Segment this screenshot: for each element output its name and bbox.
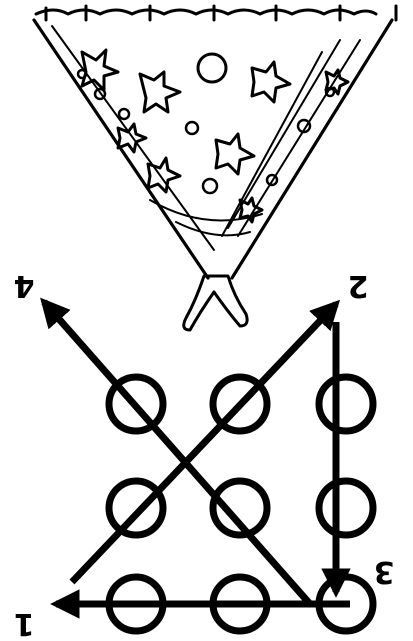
- star-shape: [252, 62, 290, 102]
- solution-lines: [44, 302, 350, 604]
- bubble: [186, 122, 198, 134]
- star-shape: [326, 70, 348, 94]
- bubble: [198, 54, 226, 82]
- cone-left-wall: [34, 20, 208, 278]
- step-label-2: 2: [348, 268, 369, 303]
- step-label-4: 4: [14, 268, 35, 303]
- bubble: [203, 179, 217, 193]
- solution-line-1: [72, 304, 336, 582]
- bubble: [119, 109, 129, 119]
- step-label-3: 3: [374, 554, 395, 589]
- grid-dot: [319, 377, 373, 431]
- star-shape: [140, 72, 180, 112]
- bubble: [326, 88, 334, 96]
- star-shape: [82, 50, 118, 90]
- bubble: [78, 70, 86, 78]
- cone-right-wall: [232, 20, 392, 278]
- cone-tip: [184, 276, 247, 330]
- star-shape: [216, 134, 254, 174]
- step-label-1: 1: [14, 606, 35, 641]
- star-shape: [148, 158, 180, 192]
- solution-line-4: [44, 302, 310, 604]
- confetti-cone: [34, 6, 396, 330]
- grid-dot: [109, 481, 163, 535]
- grid-dot: [319, 481, 373, 535]
